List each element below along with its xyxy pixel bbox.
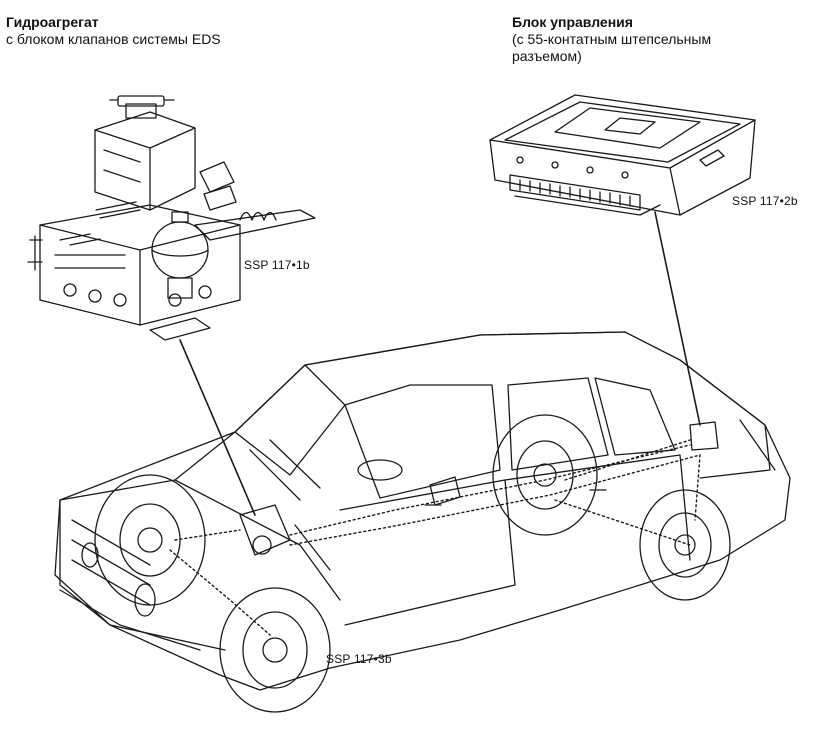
hydraulic-unit-subtitle: с блоком клапанов системы EDS [6,31,221,47]
leader-line-hydraulic [180,340,255,515]
leader-lines [180,212,700,515]
control-unit-label: Блок управления (с 55-контатным штепсель… [512,14,742,65]
hydraulic-unit-label: Гидроагрегат с блоком клапанов системы E… [6,14,221,48]
ref-hydraulic: SSP 117•1b [244,258,310,272]
ref-control: SSP 117•2b [732,194,798,208]
hydraulic-unit-drawing [28,96,315,340]
ref-wheel-sensor: SSP 117•3b [326,652,392,666]
control-unit-subtitle: (с 55-контатным штепсельным разъемом) [512,31,712,64]
control-unit-title: Блок управления [512,14,633,30]
hydraulic-unit-title: Гидроагрегат [6,14,99,30]
wiring-harness [170,440,700,635]
control-unit-drawing [490,95,755,215]
leader-line-control [655,212,700,425]
car-drawing [55,332,790,712]
